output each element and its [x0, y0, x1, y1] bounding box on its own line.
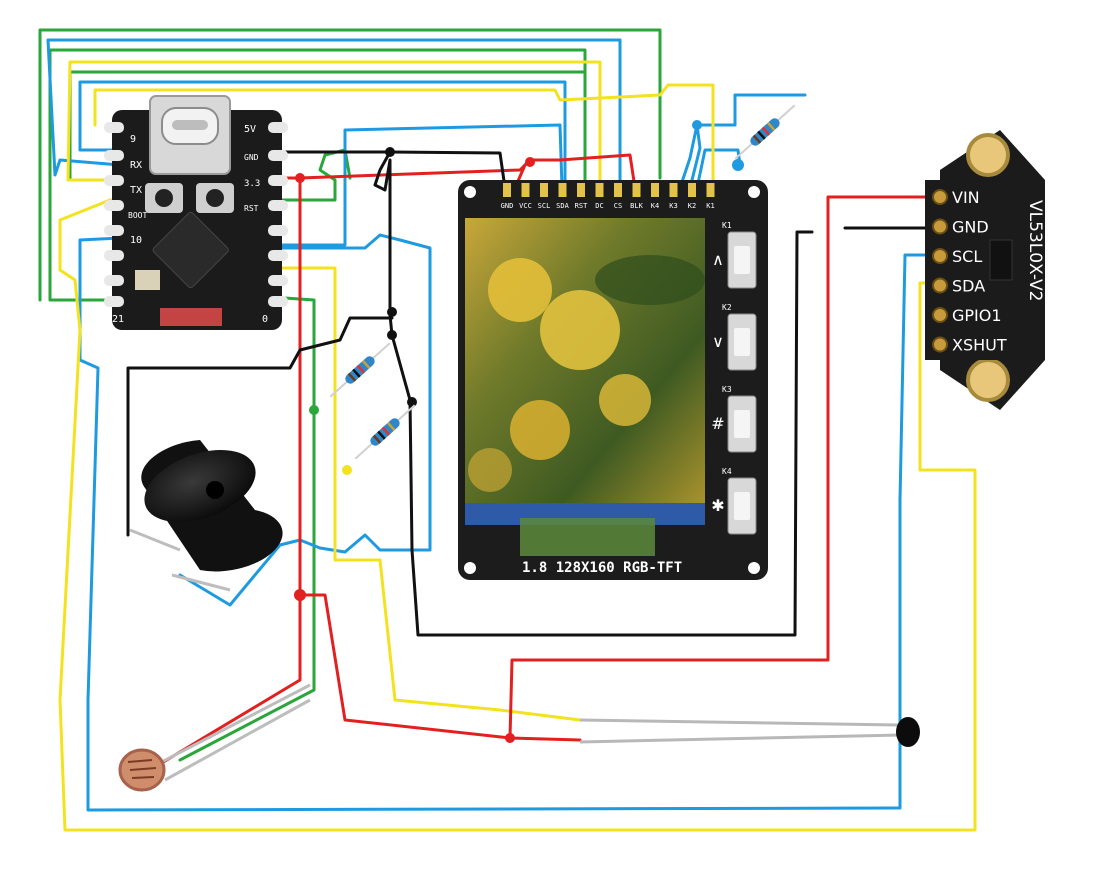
- tft-pin-scl: [540, 183, 548, 197]
- tft-key-label: K2: [722, 303, 732, 312]
- tft-screen-photo: [468, 255, 705, 492]
- tof-pin-scl: [932, 248, 948, 264]
- tft-pin-label: CS: [614, 202, 622, 210]
- tft-pin-k1: [706, 183, 715, 197]
- tft-pin-label: GND: [501, 202, 514, 210]
- mcu-right-pins: [268, 122, 288, 307]
- tft-key-symbol: ∧: [712, 250, 724, 269]
- wire-red-vin: [508, 195, 942, 740]
- silk-left-5: 21: [112, 314, 124, 325]
- wire-black-main: [373, 150, 814, 637]
- tft-pin-k2: [688, 183, 696, 197]
- silk-left-3: BOOT: [128, 211, 147, 220]
- wire-blue-2: [78, 80, 567, 190]
- silk-right-0: 5V: [244, 124, 256, 135]
- junctions: [294, 120, 744, 743]
- tft-pin-label: SDA: [556, 202, 569, 210]
- wire-yellow-dc: [58, 198, 977, 832]
- tft-pin-blk: [632, 183, 641, 197]
- tof-pin-label: SDA: [952, 277, 985, 296]
- tof-pin-label: GND: [952, 218, 989, 237]
- wire-green-ldr: [178, 295, 316, 762]
- thermistor-icon: [579, 717, 920, 747]
- tof-pin-gpio1: [932, 307, 948, 323]
- wire-blue-3: [268, 123, 564, 247]
- tof-label: VL53L0X-V2: [1025, 200, 1045, 301]
- resistor-icon: [734, 104, 796, 160]
- resistor-icon: [329, 342, 391, 398]
- tft-pin-label: K1: [706, 202, 714, 210]
- wire-black-gnd: [268, 150, 507, 190]
- tft-pin-label: DC: [595, 202, 603, 210]
- tft-pin-rst: [577, 183, 585, 197]
- mcu-left-pins: [104, 122, 124, 307]
- usb-c-connector-icon: [149, 95, 231, 175]
- tft-pin-dc: [595, 183, 604, 197]
- silk-left-2: TX: [130, 185, 142, 196]
- tft-pin-cs: [614, 183, 622, 197]
- wire-black-buzzer: [126, 316, 394, 537]
- tft-pin-label: K3: [669, 202, 677, 210]
- tft-pin-label: SCL: [538, 202, 551, 210]
- tft-key-label: K4: [722, 467, 732, 476]
- tof-pin-label: GPIO1: [952, 306, 1002, 325]
- photoresistor-icon: [118, 683, 311, 792]
- tft-pin-label: K4: [651, 202, 659, 210]
- silk-right-3: RST: [244, 204, 259, 213]
- tft-pin-label: BLK: [630, 202, 643, 210]
- tft-pin-sda: [558, 183, 567, 197]
- tft-header: GND VCC SCL SDA RST DC CS BLK K4 K3 K2 K1: [501, 183, 715, 210]
- tft-pin-label: VCC: [519, 202, 532, 210]
- tft-pin-gnd: [503, 183, 511, 197]
- tof-pin-gnd: [932, 218, 948, 235]
- mcu-board: 9 RX TX BOOT 10 21 5V GND 3.3 RST 0: [104, 95, 288, 330]
- wire-blue-mid: [178, 233, 432, 607]
- tof-pin-sda: [932, 277, 948, 294]
- tft-key-label: K3: [722, 385, 732, 394]
- mcu-silk: 9 RX TX BOOT 10 21 5V GND 3.3 RST 0: [112, 124, 268, 325]
- wire-yellow-top: [93, 83, 715, 190]
- tft-keys: K1 ∧ K2 ∨ K3 # K4 ✱: [711, 221, 757, 535]
- resistor-icon: [354, 404, 416, 460]
- wire-green-outer: [38, 28, 662, 302]
- silk-left-0: 9: [130, 134, 136, 145]
- wire-red-therm: [303, 593, 582, 742]
- tft-pin-label: K2: [688, 202, 696, 210]
- wire-yellow-blk: [66, 60, 602, 190]
- tft-key-symbol: ✱: [711, 496, 724, 515]
- tof-pin-xshut: [932, 336, 948, 353]
- wire-yellow-2: [268, 266, 582, 722]
- tft-caption: 1.8 128X160 RGB-TFT: [522, 560, 682, 576]
- silk-left-4: 10: [130, 235, 142, 246]
- silk-right-2: 3.3: [244, 179, 260, 189]
- wire-red-ldr: [148, 176, 302, 772]
- tft-pin-k4: [651, 183, 659, 197]
- tof-pin-label: VIN: [952, 188, 980, 207]
- tft-pin-vcc: [521, 183, 530, 197]
- tft-key-symbol: ∨: [712, 332, 724, 351]
- tof-pin-label: XSHUT: [952, 336, 1007, 355]
- tof-pin-vin: [932, 189, 948, 205]
- tft-key-label: K1: [722, 221, 732, 230]
- tft-pin-k3: [669, 183, 678, 197]
- wire-blue-k: [678, 123, 702, 190]
- tft-key-symbol: #: [711, 414, 724, 433]
- wire-blue-left: [78, 236, 942, 812]
- tft-pin-label: RST: [575, 202, 588, 210]
- silk-right-1: GND: [244, 153, 259, 162]
- mcu-chip: [152, 211, 229, 289]
- wire-blue-k2: [695, 93, 807, 127]
- wire-blue-k3: [695, 148, 742, 190]
- wire-blue-top: [46, 38, 622, 190]
- tof-pin-label: SCL: [952, 247, 982, 266]
- buzzer-icon: [129, 440, 283, 592]
- silk-right-4: 0: [262, 314, 268, 325]
- silk-left-1: RX: [130, 160, 142, 171]
